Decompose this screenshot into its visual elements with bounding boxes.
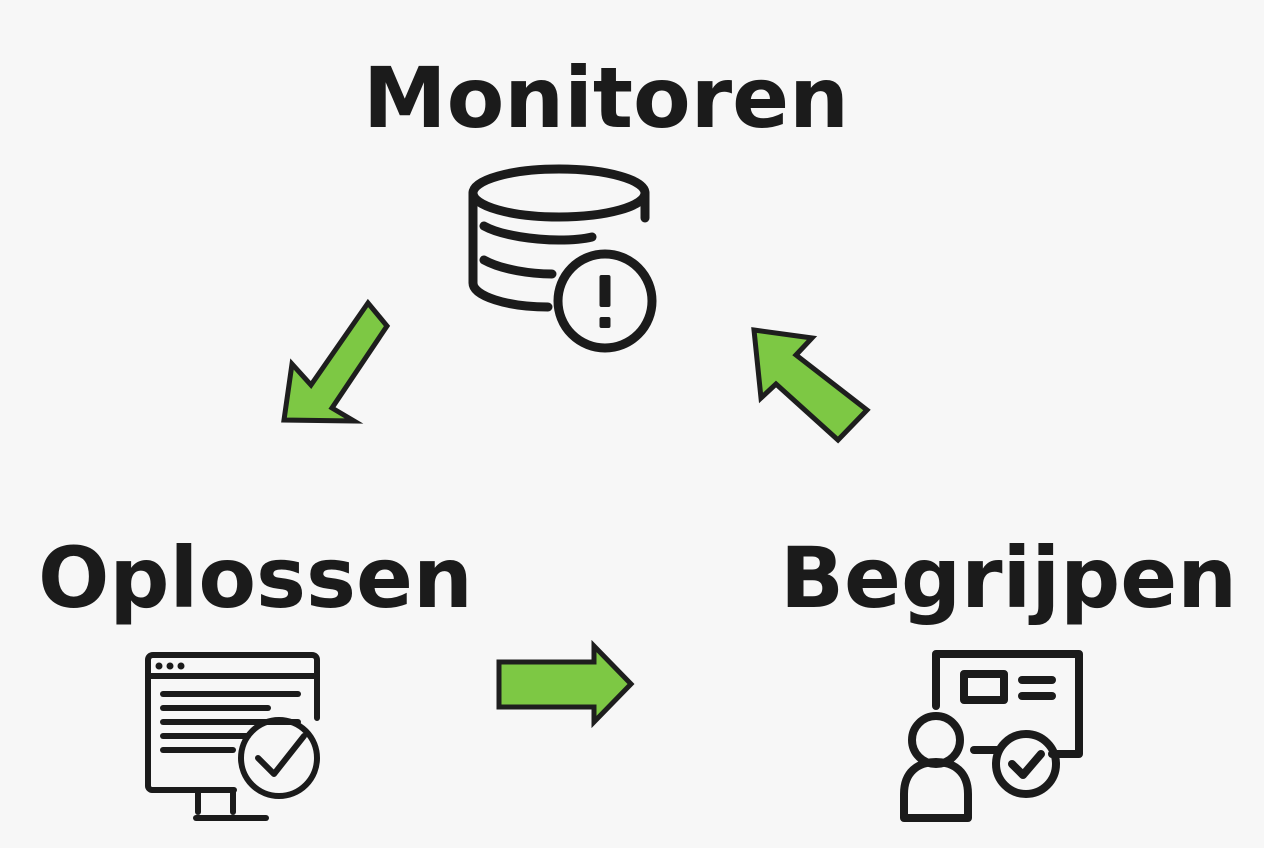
cycle-arrow-begrijpen-to-monitoren <box>751 327 871 444</box>
cycle-arrow-oplossen-to-begrijpen <box>496 639 635 729</box>
node-label-oplossen: Oplossen <box>38 529 473 627</box>
node-label-monitoren: Monitoren <box>363 49 849 147</box>
database-alert-icon <box>468 164 657 353</box>
cycle-arrow-monitoren-to-oplossen <box>281 298 391 424</box>
person-presentation-check-icon <box>900 650 1083 822</box>
monitor-checklist-check-icon <box>145 652 320 821</box>
node-label-begrijpen: Begrijpen <box>780 529 1238 627</box>
